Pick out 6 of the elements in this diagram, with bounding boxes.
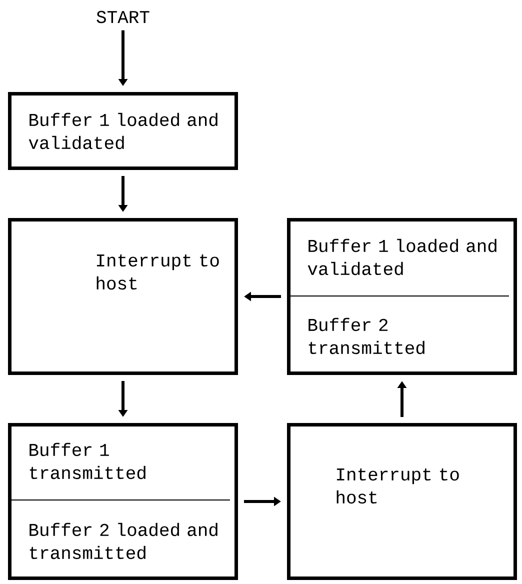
process-box: Buffer 1 loaded and validated Buffer 2 transmitted <box>287 218 517 375</box>
process-box: Buffer 1 loaded and validated <box>8 92 238 170</box>
process-box: Interrupt to host <box>287 423 517 580</box>
process-box: Interrupt to host <box>8 218 238 375</box>
process-box: Buffer 1 transmitted Buffer 2 loaded and transmitted <box>8 423 238 580</box>
start-label: START <box>96 10 150 24</box>
